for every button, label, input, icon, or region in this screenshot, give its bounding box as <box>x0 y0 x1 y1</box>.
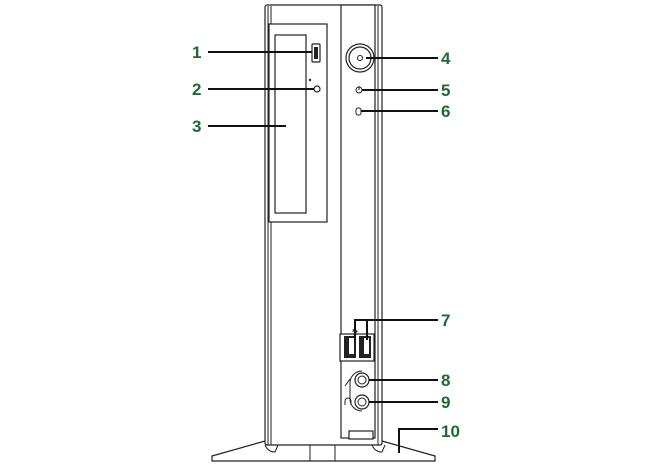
microphone-icon <box>344 378 351 387</box>
callout-7: 7 <box>441 311 450 330</box>
usb-ports[interactable] <box>339 333 375 362</box>
label-plate <box>348 430 374 440</box>
callout-lines <box>208 51 438 453</box>
callout-2: 2 <box>192 80 201 99</box>
callout-4: 4 <box>441 49 451 68</box>
headphone-icon <box>344 397 352 405</box>
audio-jacks <box>344 370 370 412</box>
optical-drive <box>268 23 328 223</box>
drive-access-led <box>313 85 321 93</box>
callout-9: 9 <box>441 393 450 412</box>
headphone-jack[interactable] <box>354 394 370 410</box>
callout-1: 1 <box>192 43 201 62</box>
callout-10: 10 <box>441 422 460 441</box>
callout-5: 5 <box>441 81 450 100</box>
callout-3: 3 <box>192 117 201 136</box>
disc-tray <box>274 34 307 214</box>
callout-8: 8 <box>441 371 450 390</box>
callout-6: 6 <box>441 102 450 121</box>
microphone-jack[interactable] <box>354 372 370 388</box>
control-panel <box>340 4 376 439</box>
